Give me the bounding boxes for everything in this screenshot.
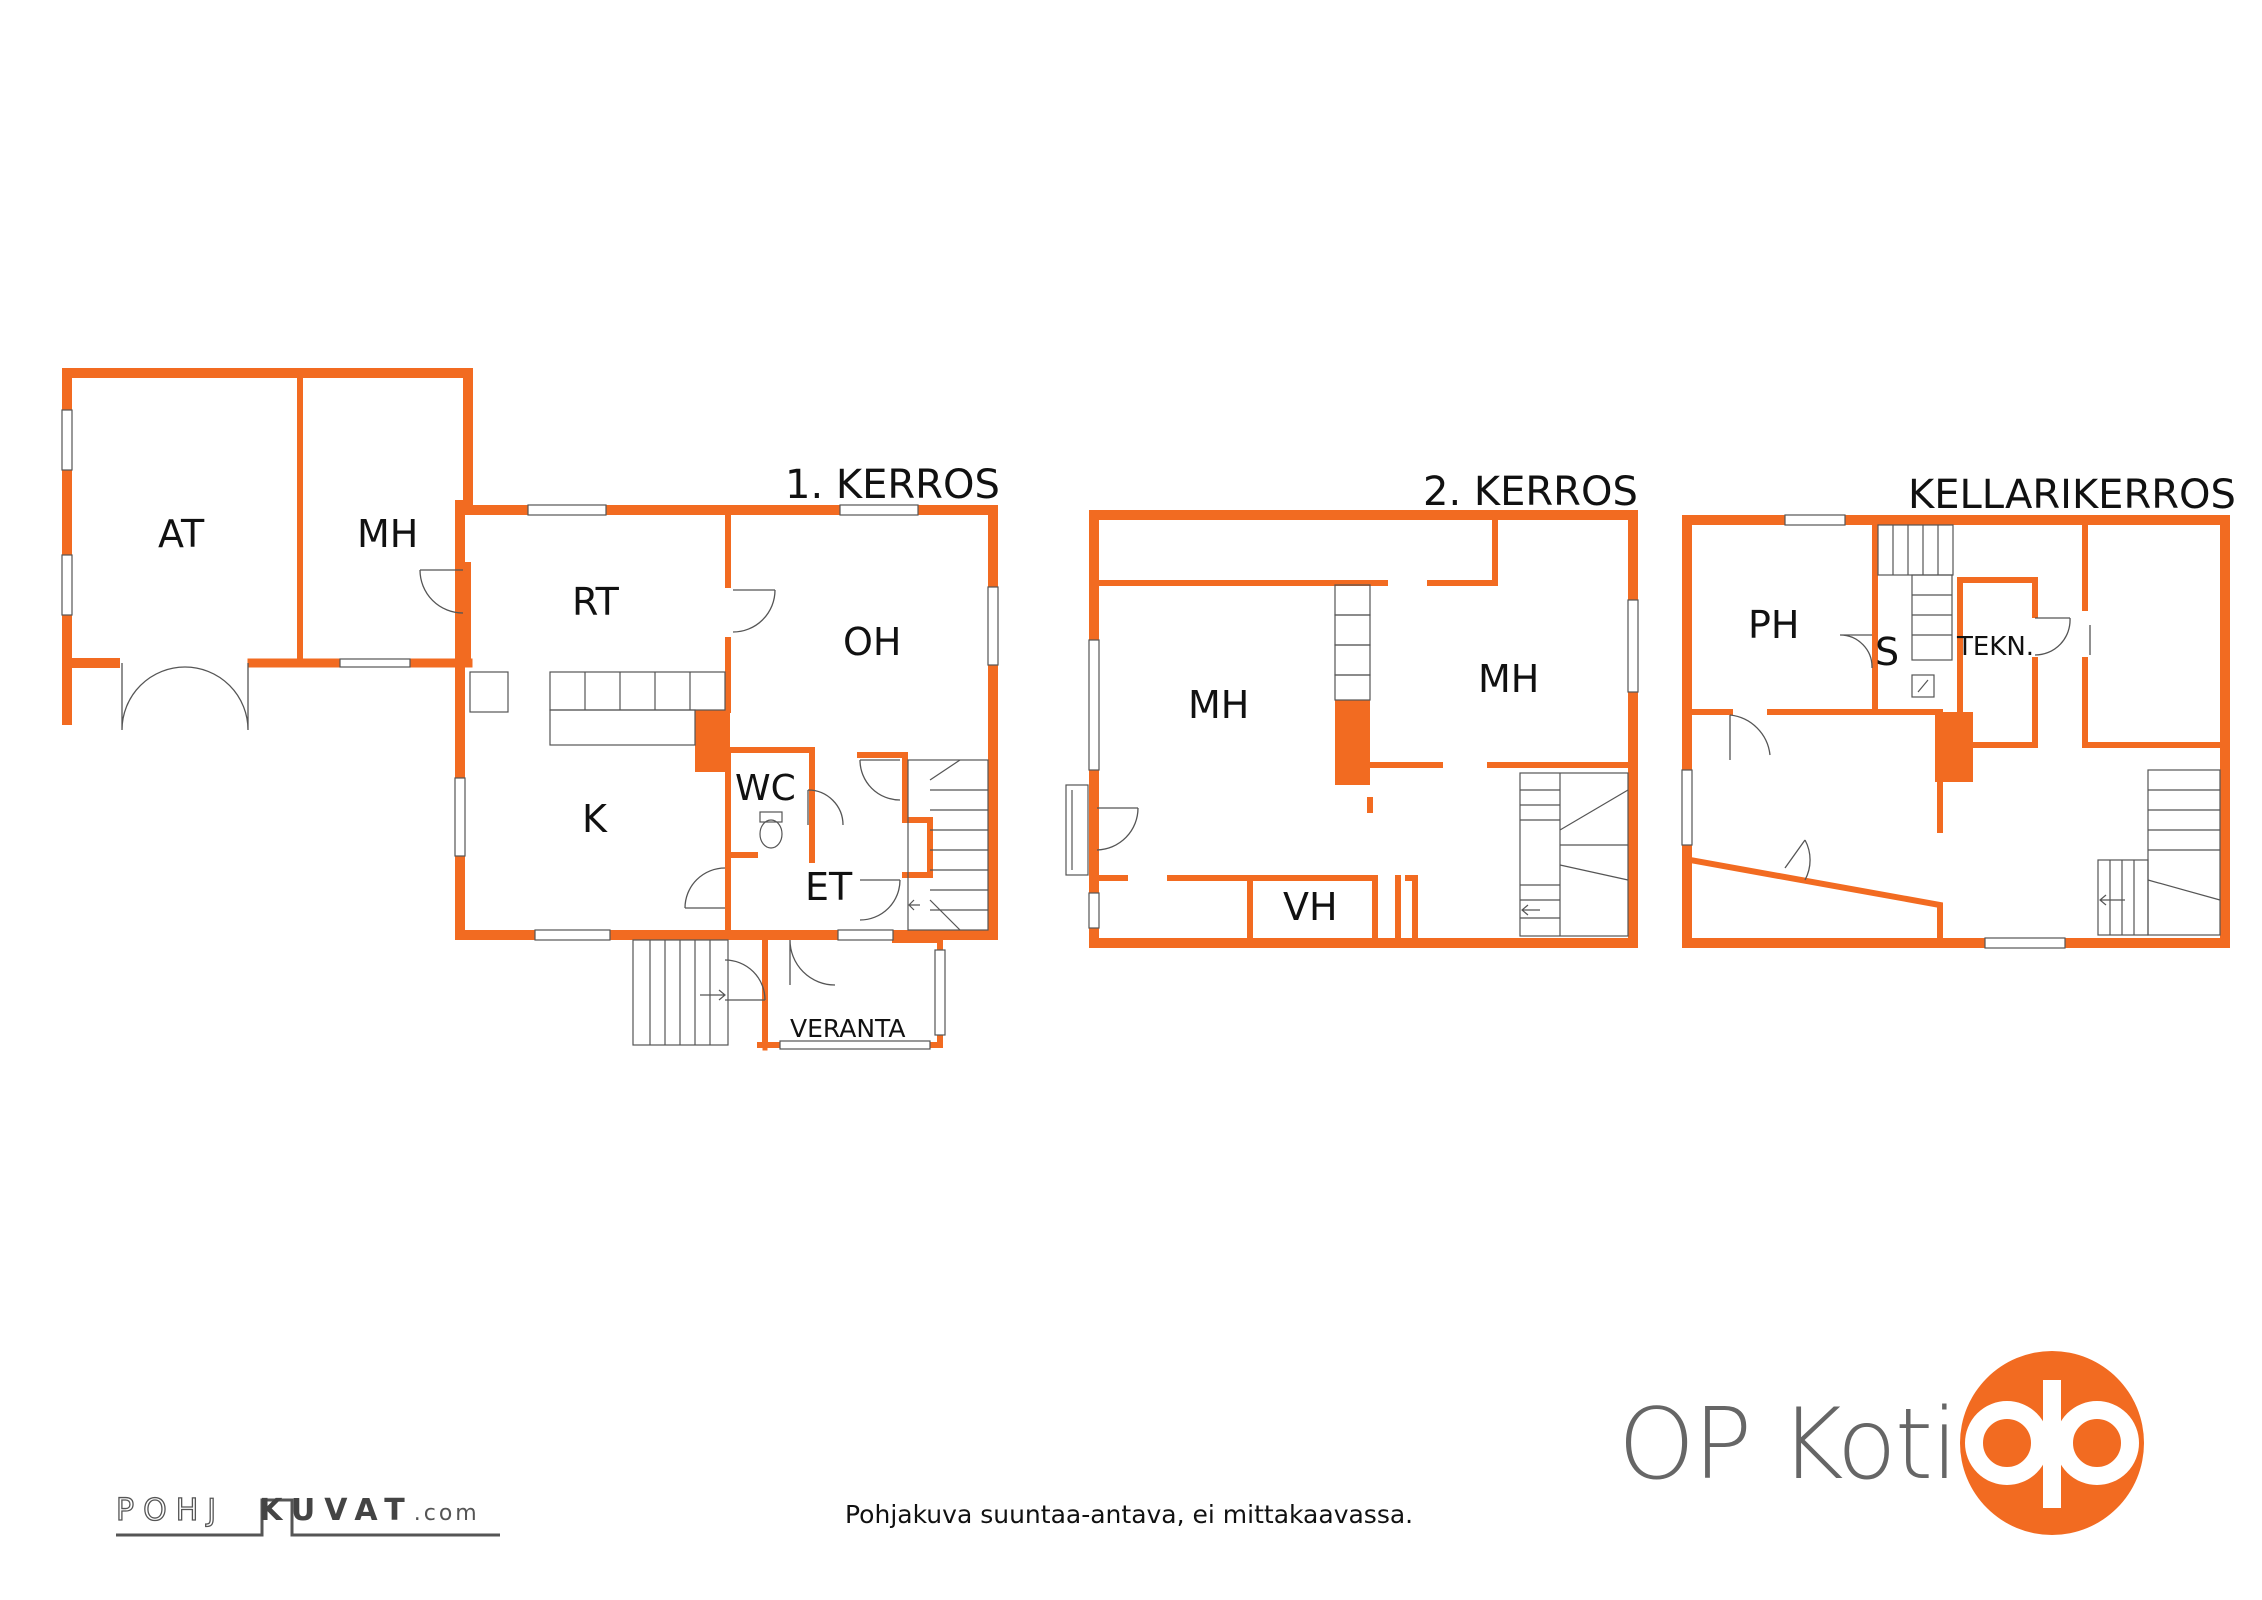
kitchen-counter (469, 671, 726, 746)
floor-2-plan (1065, 510, 1639, 948)
room-label-mh: MH (357, 512, 418, 556)
room-label-mh-right: MH (1478, 657, 1539, 701)
op-logo-icon (1960, 1351, 2144, 1535)
room-label-et: ET (805, 865, 853, 909)
toilet-icon (759, 811, 783, 849)
room-label-oh: OH (843, 620, 901, 664)
room-label-ph: PH (1748, 603, 1800, 647)
basement-title: KELLARIKERROS (1908, 472, 2236, 518)
room-label-mh-left: MH (1188, 683, 1249, 727)
watermark-right: KUVAT (259, 1493, 414, 1528)
room-label-vh: VH (1283, 885, 1338, 929)
disclaimer-note: Pohjakuva suuntaa-antava, ei mittakaavas… (845, 1500, 1414, 1529)
watermark: POHJ KUVAT.com (115, 1492, 480, 1528)
room-label-rt: RT (572, 580, 620, 624)
watermark-left: POHJ (115, 1492, 226, 1528)
exterior-steps (632, 939, 729, 1046)
room-label-s: S (1875, 630, 1899, 674)
room-labels: 1. KERROS AT MH RT OH K WC ET VERANTA 2.… (158, 462, 2236, 1043)
room-label-wc: WC (735, 768, 796, 809)
basement-plan (1681, 514, 2230, 949)
floor-2-title: 2. KERROS (1423, 469, 1638, 515)
room-label-k: K (582, 797, 608, 841)
interior-stair-floor2 (1519, 772, 1629, 937)
interior-stair-floor1 (907, 759, 989, 931)
watermark-suffix: .com (413, 1501, 480, 1526)
floor-1-title: 1. KERROS (785, 462, 1000, 508)
brand-name: OP Koti (1618, 1388, 1958, 1502)
watermark-underline (116, 1498, 500, 1537)
room-label-at: AT (158, 512, 205, 556)
room-label-veranta: VERANTA (790, 1014, 906, 1043)
room-label-tekn: TEKN. (1956, 632, 2034, 662)
floor-1-plan (61, 368, 999, 1051)
basement-stairs (1877, 524, 2221, 936)
